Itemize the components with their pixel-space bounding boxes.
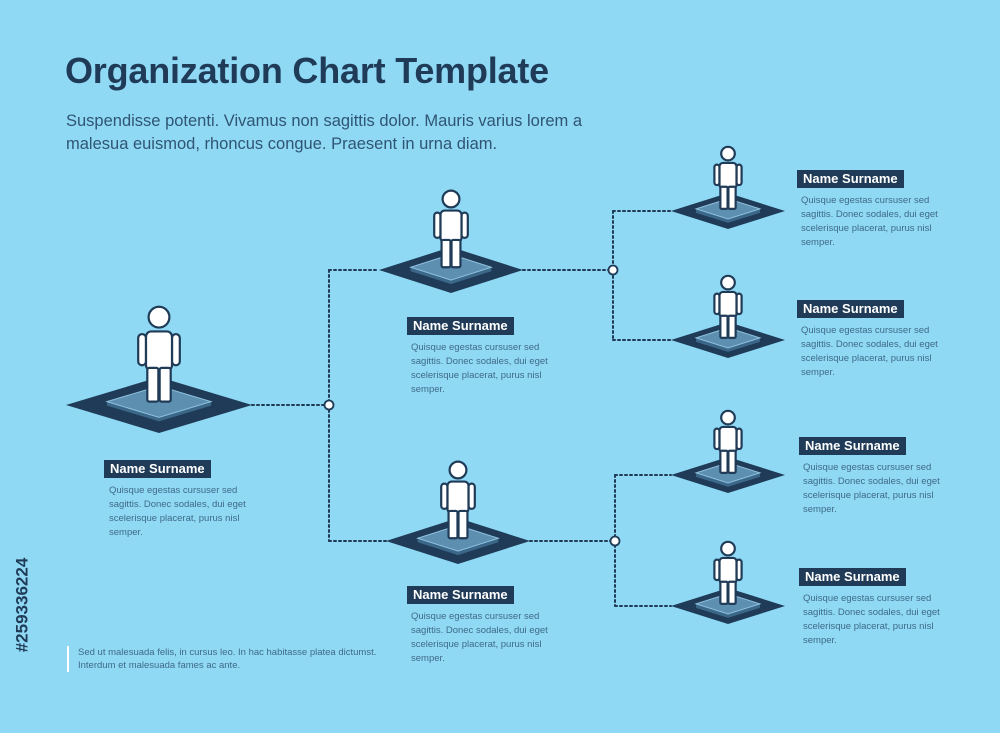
platform-side	[696, 337, 760, 352]
page-subtitle: Suspendisse potenti. Vivamus non sagitti…	[66, 112, 583, 153]
person-icon	[713, 540, 743, 605]
node-manager-2	[386, 460, 530, 564]
node-root	[66, 305, 252, 433]
node-member-2	[671, 274, 785, 358]
node-name-member-2: Name Surname	[797, 300, 904, 318]
node-member-3	[671, 409, 785, 493]
node-name-manager-1: Name Surname	[407, 317, 514, 335]
node-manager-1	[379, 189, 523, 293]
node-description-manager-1: Quisque egestas cursuser sed sagittis. D…	[411, 342, 548, 395]
node-member-1	[671, 145, 785, 229]
stock-id: #259336224	[12, 557, 32, 653]
node-description-member-4: Quisque egestas cursuser sed sagittis. D…	[803, 593, 940, 646]
person-icon	[433, 189, 469, 269]
node-name-member-4: Name Surname	[799, 568, 906, 586]
node-description-member-2: Quisque egestas cursuser sed sagittis. D…	[801, 325, 938, 378]
node-member-4	[671, 540, 785, 624]
junction-root	[323, 399, 335, 411]
node-description-member-3: Quisque egestas cursuser sed sagittis. D…	[803, 462, 940, 515]
person-icon	[713, 274, 743, 339]
platform-side	[417, 538, 499, 556]
node-description-manager-2: Quisque egestas cursuser sed sagittis. D…	[411, 611, 548, 664]
person-icon	[713, 145, 743, 210]
connector-junctions	[323, 264, 621, 547]
junction-manager-1	[607, 264, 619, 276]
node-name-root: Name Surname	[104, 460, 211, 478]
platform-side	[696, 603, 760, 618]
stock-id-container: #259336224	[8, 490, 36, 720]
node-name-member-3: Name Surname	[799, 437, 906, 455]
person-icon	[137, 305, 181, 403]
node-description-root: Quisque egestas cursuser sed sagittis. D…	[109, 485, 246, 538]
platform-side	[410, 267, 492, 285]
person-icon	[440, 460, 476, 540]
page-title: Organization Chart Template	[65, 50, 549, 91]
person-icon	[713, 409, 743, 474]
platform-side	[696, 472, 760, 487]
node-description-member-1: Quisque egestas cursuser sed sagittis. D…	[801, 195, 938, 248]
footnote: Sed ut malesuada felis, in cursus leo. I…	[67, 646, 378, 672]
platform-top	[105, 385, 213, 418]
node-graphics	[66, 145, 785, 624]
node-name-member-1: Name Surname	[797, 170, 904, 188]
junction-manager-2	[609, 535, 621, 547]
platform-side	[696, 208, 760, 223]
node-name-manager-2: Name Surname	[407, 586, 514, 604]
